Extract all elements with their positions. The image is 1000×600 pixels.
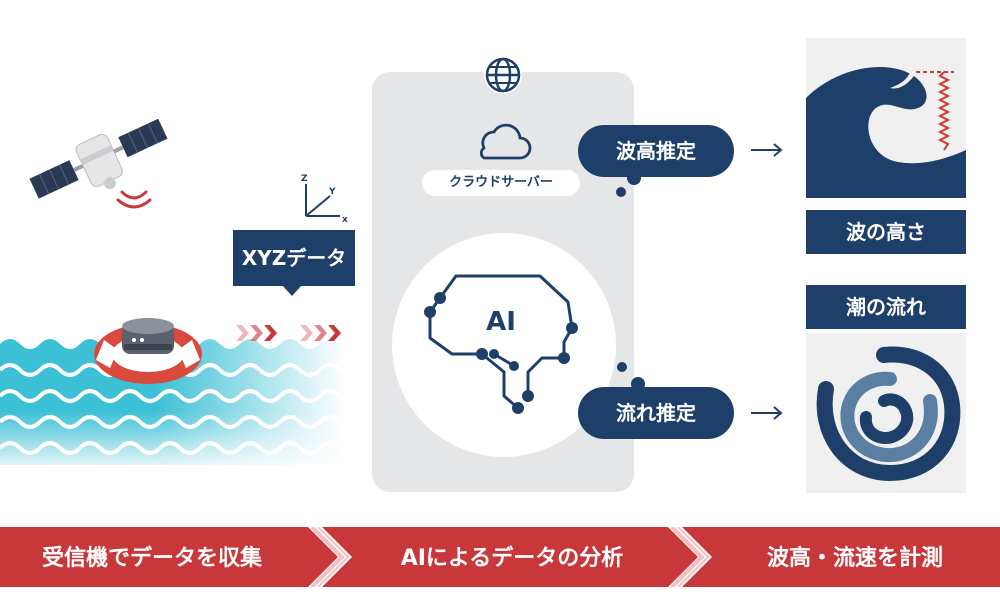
xyz-data-pointer	[282, 285, 302, 296]
process-steps-bar: 受信機でデータを収集 AIによるデータの分析 波高・流速を計測	[0, 527, 1000, 587]
axis-z-label: Z	[301, 174, 308, 184]
cloud-icon	[479, 123, 532, 160]
whirlpool-icon	[816, 346, 961, 482]
signal-icon	[116, 190, 152, 209]
ai-brain-icon: AI	[424, 274, 578, 414]
wave-estimate-bubble: 波高推定	[578, 125, 734, 177]
wave-estimate-text: 波高推定	[616, 139, 696, 163]
globe-icon	[484, 56, 522, 94]
wave-arrow-icon	[751, 143, 783, 157]
wave-height-label: 波の高さ	[806, 210, 966, 254]
satellite-icon	[29, 118, 168, 199]
axis-y-label: Y	[328, 187, 336, 197]
cloud-server-text: クラウドサーバー	[449, 175, 553, 190]
axis-x-label: x	[342, 215, 348, 225]
tide-flow-text: 潮の流れ	[846, 295, 926, 319]
tide-flow-label: 潮の流れ	[806, 285, 966, 329]
step-2-label: AIによるデータの分析	[401, 545, 624, 571]
flow-arrow-icon	[751, 406, 783, 420]
step-1-label: 受信機でデータを収集	[42, 545, 263, 571]
cloud-server-label: クラウドサーバー	[422, 170, 580, 196]
ai-label: AI	[486, 307, 516, 337]
step-3-label: 波高・流速を計測	[767, 545, 943, 571]
buoy-icon	[94, 318, 202, 384]
xyz-axes-icon: Z Y x	[301, 174, 348, 225]
xyz-data-label: XYZデータ	[233, 230, 355, 286]
wave-bubble-dots	[616, 171, 641, 197]
wave-height-icon	[806, 67, 966, 198]
flow-estimate-bubble: 流れ推定	[578, 387, 734, 439]
xyz-data-text: XYZデータ	[241, 246, 347, 270]
transfer-chevrons	[236, 325, 341, 341]
flow-estimate-text: 流れ推定	[616, 401, 696, 425]
wave-height-text: 波の高さ	[846, 220, 926, 244]
